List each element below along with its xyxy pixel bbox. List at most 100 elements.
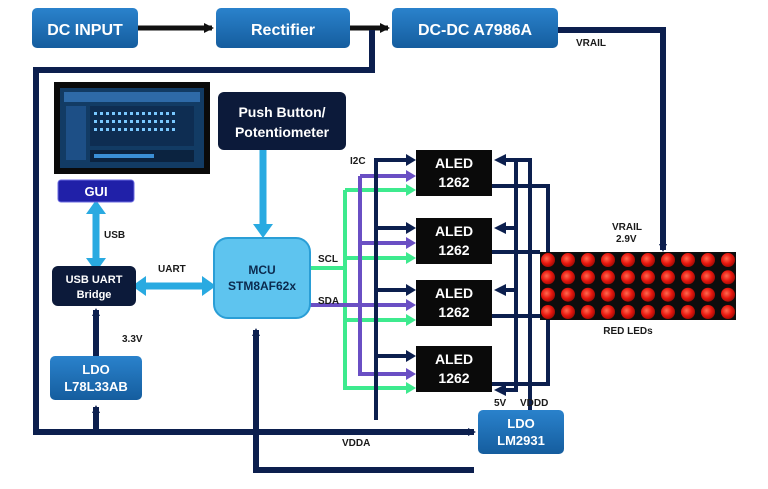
led-dot [641,305,655,319]
mcu-label-1: MCU [248,263,275,277]
led-dot [581,287,595,302]
label-3v3: 3.3V [122,334,143,345]
label-scl: SCL [318,254,338,265]
led-dot [641,287,655,302]
led-dot [681,253,695,267]
block-aled-1: ALED 1262 [416,150,492,196]
block-usb-uart: USB UART Bridge [52,266,136,306]
led-dot [681,305,695,319]
label-vrail-29-2: 2.9V [616,234,637,245]
led-dot [601,305,615,319]
led-caption: RED LEDs [603,326,653,337]
ldo-l78-label-1: LDO [82,362,109,377]
led-dot [561,253,575,267]
usb-arrow-down [86,258,106,272]
rectifier-label: Rectifier [251,22,315,39]
led-dot [561,287,575,302]
led-dot [581,270,595,285]
led-dot [701,270,715,285]
push-button-label-1: Push Button/ [238,104,325,120]
block-gui: GUI [57,179,135,203]
usb-uart-label-1: USB UART [66,274,123,286]
mcu-label-2: STM8AF62x [228,279,296,293]
led-dot [541,287,555,302]
block-ldo-l78: LDO L78L33AB [50,356,142,400]
usb-uart-label-2: Bridge [77,289,112,301]
i2c-bus [306,154,416,420]
led-dot [661,253,675,267]
aled-3-label-2: 1262 [438,304,469,320]
led-dot [721,305,735,319]
pushbutton-arrow [253,224,273,238]
led-dot [701,287,715,302]
led-matrix [540,252,736,320]
led-dot [601,253,615,267]
gui-screenshot-icon [54,82,210,174]
led-dots [541,253,735,319]
uart-arrow-right [202,276,216,296]
aled-2-label-2: 1262 [438,242,469,258]
wire-vrail [558,27,667,252]
led-dot [561,305,575,319]
block-mcu: MCU STM8AF62x [213,237,311,319]
led-dot [621,270,635,285]
label-vddd: VDDD [520,398,548,409]
label-sda: SDA [318,296,339,307]
led-dot [661,270,675,285]
label-vrail: VRAIL [576,38,606,49]
dcdc-label: DC-DC A7986A [418,22,533,39]
label-uart: UART [158,264,186,275]
uart-arrow-left [132,276,146,296]
led-dot [661,287,675,302]
gui-label: GUI [84,184,107,199]
led-dot [581,253,595,267]
led-dot [681,287,695,302]
led-dot [701,305,715,319]
ldo-lm-label-2: LM2931 [497,433,545,448]
aled-4-label-1: ALED [435,351,473,367]
block-push-button: Push Button/ Potentiometer [218,92,346,150]
led-dot [561,270,575,285]
led-dot [641,270,655,285]
led-dot [541,305,555,319]
wires [33,23,667,473]
led-dot [581,305,595,319]
aled-1-label-2: 1262 [438,174,469,190]
ldo-l78-label-2: L78L33AB [64,379,128,394]
push-button-label-2: Potentiometer [235,124,330,140]
ldo-lm-label-1: LDO [507,416,534,431]
led-dot [641,253,655,267]
block-aled-2: ALED 1262 [416,218,492,264]
aled-4-label-2: 1262 [438,370,469,386]
aled-outputs [492,154,550,420]
label-i2c: I2C [350,156,366,167]
aled-1-label-1: ALED [435,155,473,171]
dc-input-label: DC INPUT [47,22,123,39]
led-dot [701,253,715,267]
label-usb: USB [104,230,125,241]
led-dot [601,287,615,302]
usb-arrow-up [86,200,106,214]
label-5v: 5V [494,398,507,409]
led-dot [621,287,635,302]
wire-vdda [252,328,474,473]
aled-3-label-1: ALED [435,285,473,301]
led-dot [541,253,555,267]
block-dc-input: DC INPUT [32,8,138,48]
block-rectifier: Rectifier [216,8,350,48]
block-aled-3: ALED 1262 [416,280,492,326]
led-dot [661,305,675,319]
led-dot [621,253,635,267]
block-ldo-lm2931: LDO LM2931 [478,410,564,454]
aled-2-label-1: ALED [435,223,473,239]
led-dot [721,253,735,267]
led-dot [681,270,695,285]
label-vdda: VDDA [342,438,370,449]
block-aled-4: ALED 1262 [416,346,492,392]
led-dot [721,270,735,285]
led-dot [621,305,635,319]
label-vrail-29-1: VRAIL [612,222,642,233]
led-dot [721,287,735,302]
led-dot [541,270,555,285]
led-dot [601,270,615,285]
